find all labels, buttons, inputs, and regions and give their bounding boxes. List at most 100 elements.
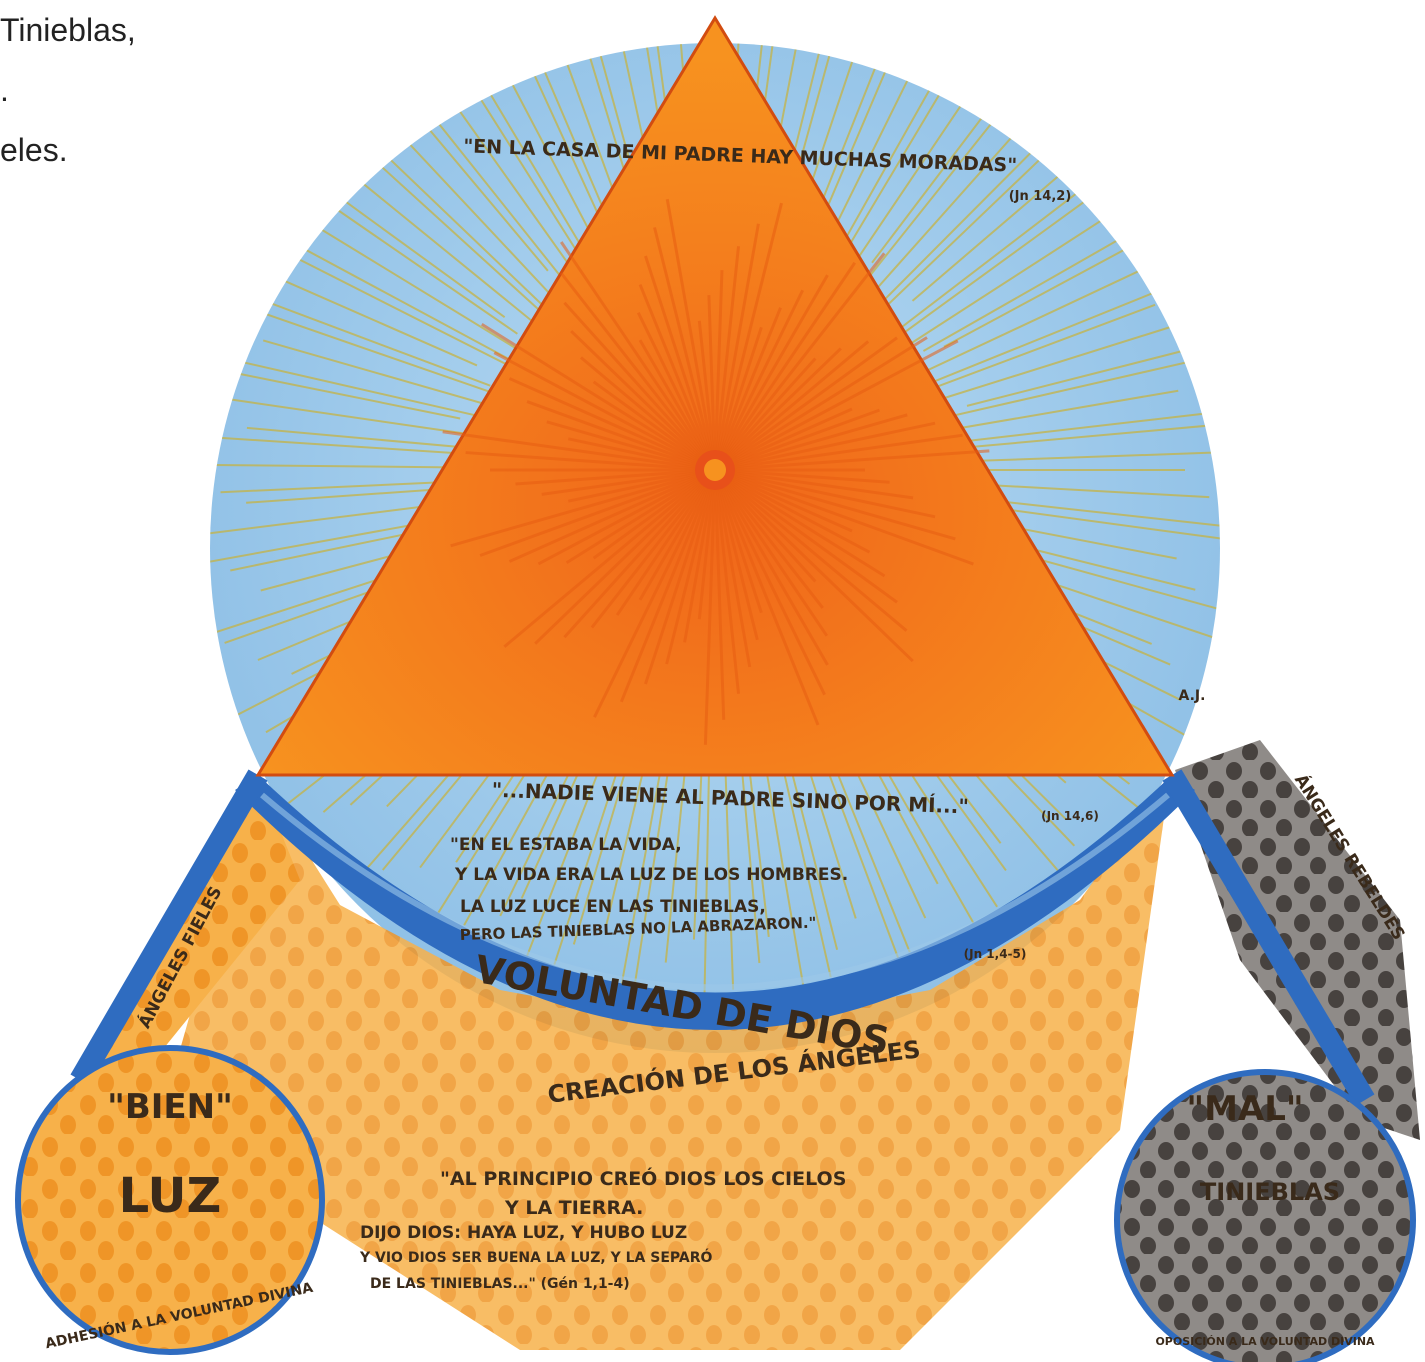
- triangle-ray: [665, 198, 717, 471]
- triangle-ray: [714, 468, 890, 484]
- triangle-ray: [638, 469, 717, 601]
- triangle-ray: [526, 400, 716, 472]
- triangle-ray: [570, 329, 717, 472]
- triangle-ray: [644, 469, 717, 685]
- triangle-ray: [442, 430, 716, 472]
- triangle-ray: [619, 469, 717, 703]
- triangle-ray: [638, 284, 717, 471]
- triangle-ray: [503, 468, 716, 648]
- gold-ray: [247, 306, 508, 399]
- gold-ray: [911, 163, 1073, 302]
- triangle-ray: [534, 468, 717, 645]
- gold-ray: [262, 339, 524, 416]
- triangle-ray: [713, 274, 829, 471]
- genesis-line-1: "AL PRINCIPIO CREÓ DIOS LOS CIELOS: [440, 1166, 846, 1190]
- triangle-ray: [713, 202, 783, 471]
- triangle-ray: [579, 356, 716, 472]
- triangle-ray: [714, 336, 928, 472]
- john-line-2: Y LA VIDA ERA LA LUZ DE LOS HOMBRES.: [454, 865, 848, 885]
- artist-mark: A.J.: [1179, 688, 1206, 704]
- evil-circle: [1114, 1069, 1416, 1362]
- page-text-fragment: Tinieblas, . eles.: [0, 0, 136, 180]
- genesis-line-4: Y VIO DIOS SER BUENA LA LUZ, Y LA SEPARÓ: [359, 1248, 712, 1266]
- triangle-ray: [713, 347, 842, 472]
- triangle-ray: [714, 413, 908, 472]
- blue-band: [70, 769, 1375, 1106]
- genesis-line-5: DE LAS TINIEBLAS..." (Gén 1,1-4): [370, 1276, 630, 1292]
- triangle-ray: [567, 468, 716, 503]
- gold-ray: [943, 320, 1188, 400]
- triangle-ray: [559, 241, 717, 471]
- darkness-word: TINIEBLAS: [1200, 1178, 1340, 1206]
- text-line-2: .: [0, 72, 9, 108]
- triangle-ray: [713, 469, 726, 720]
- triangle-ray: [714, 408, 880, 472]
- gold-ray: [392, 126, 552, 296]
- triangle-ray: [590, 469, 717, 629]
- triangle-ray: [541, 468, 716, 496]
- rejection-label: OPOSICIÓN A LA VOLUNTAD DIVINA: [1155, 1335, 1375, 1348]
- triangle-ray: [703, 469, 717, 745]
- triangle-ray: [559, 272, 717, 471]
- gold-ray: [966, 340, 1220, 407]
- triangle-ray: [593, 469, 717, 718]
- triangle-ray: [563, 468, 717, 639]
- triangle-ray: [713, 469, 752, 668]
- triangle-ray: [713, 289, 805, 471]
- gold-ray: [334, 192, 506, 318]
- triangle-ray: [714, 407, 853, 472]
- gold-ray: [210, 365, 461, 420]
- gold-ray: [943, 234, 1152, 348]
- genesis-line-2: Y LA TIERRA.: [504, 1197, 643, 1219]
- triangle-ray: [714, 468, 908, 632]
- triangle-ray: [450, 468, 716, 548]
- gold-ray: [933, 412, 1207, 446]
- triangle-ray: [508, 468, 716, 563]
- gold-ray: [922, 236, 1124, 352]
- triangle-ray: [493, 351, 716, 472]
- triangle-ray: [713, 469, 829, 666]
- triangle-ray: [592, 380, 716, 472]
- triangle-ray: [713, 469, 759, 641]
- triangle-ray: [714, 449, 990, 472]
- divine-triangle: [255, 15, 1175, 777]
- triangle-ray: [567, 437, 716, 472]
- text-line-1: Tinieblas,: [0, 12, 136, 48]
- faithful-angels-wedge: [80, 775, 1170, 1350]
- triangle-ray: [714, 468, 974, 566]
- top-ref: (Jn 14,2): [1009, 189, 1072, 204]
- triangle-ray: [713, 246, 741, 471]
- triangle-ray: [714, 468, 936, 519]
- triangle-ray: [714, 468, 853, 533]
- gold-ray: [225, 397, 478, 437]
- triangle-ray: [714, 340, 870, 472]
- triangle-ray: [713, 469, 824, 609]
- good-circle: [15, 1045, 325, 1355]
- triangle-ray: [714, 336, 898, 472]
- john-line-1: "EN EL ESTABA LA VIDA,: [450, 835, 682, 855]
- triangle-ray: [713, 469, 741, 694]
- triangle-ray: [697, 320, 717, 471]
- triangle-ray: [653, 227, 717, 471]
- triangle-ray: [508, 377, 716, 472]
- triangle-ray: [713, 357, 817, 472]
- triangle-ray: [713, 326, 763, 471]
- john-ref: (Jn 1,4-5): [964, 947, 1027, 961]
- rebel-angels-band: [1175, 740, 1420, 1140]
- triangle-ray: [479, 468, 716, 557]
- triangle-ray: [644, 255, 717, 471]
- light-word: LUZ: [119, 1168, 222, 1224]
- triangle-ray: [714, 468, 956, 541]
- triangle-ray: [713, 252, 886, 471]
- gold-ray: [953, 422, 1220, 450]
- triangle-ray: [714, 433, 963, 472]
- triangle-ray: [713, 469, 826, 696]
- triangle-ray: [713, 223, 760, 471]
- triangle-ray: [638, 339, 717, 471]
- triangle-ray: [714, 468, 871, 554]
- triangle-ray: [707, 295, 717, 471]
- triangle-ray: [714, 421, 936, 472]
- triangle-ray: [592, 468, 716, 560]
- triangle-ray: [565, 468, 716, 565]
